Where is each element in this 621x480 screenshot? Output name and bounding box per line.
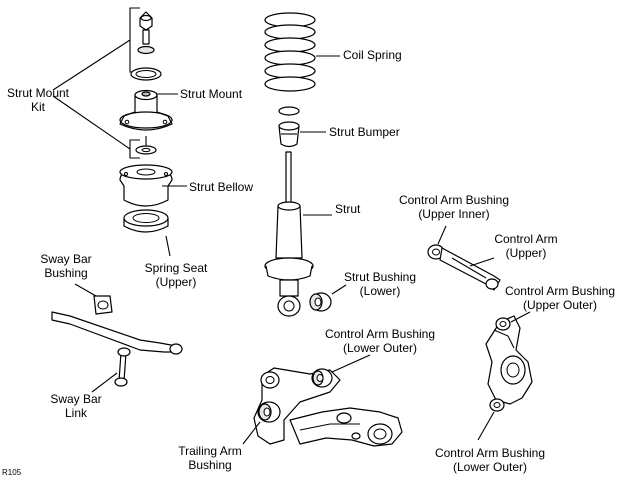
strut-bellow bbox=[119, 164, 173, 207]
strut-bushing-lower bbox=[309, 284, 347, 312]
strut-mount-nut bbox=[130, 11, 162, 81]
label-strut-bellow: Strut Bellow bbox=[189, 180, 254, 194]
label-coil-spring: Coil Spring bbox=[343, 48, 402, 62]
label-control-arm-bushing-lower-outer-right: Control Arm Bushing (Lower Outer) bbox=[434, 446, 546, 474]
label-spring-seat-upper: Spring Seat (Upper) bbox=[144, 261, 208, 289]
label-control-arm-bushing-upper-inner: Control Arm Bushing (Upper Inner) bbox=[398, 193, 510, 221]
label-strut-bumper: Strut Bumper bbox=[329, 125, 400, 139]
sway-bar-link bbox=[91, 347, 131, 393]
control-arm-bushing-lower-outer-right bbox=[477, 398, 505, 441]
label-trailing-arm-bushing: Trailing Arm Bushing bbox=[178, 444, 242, 472]
steering-knuckle bbox=[485, 315, 533, 405]
label-control-arm-bushing-upper-outer: Control Arm Bushing (Upper Outer) bbox=[504, 284, 616, 312]
control-arm-upper bbox=[439, 247, 501, 291]
label-strut-mount-kit: Strut Mount Kit bbox=[6, 86, 70, 114]
control-arm-bushing-upper-outer bbox=[495, 311, 531, 331]
label-control-arm-bushing-lower-outer-center: Control Arm Bushing (Lower Outer) bbox=[324, 327, 436, 355]
trailing-arm-bushing bbox=[242, 401, 281, 445]
control-arm-bushing-upper-inner bbox=[427, 225, 447, 260]
strut-mount bbox=[119, 89, 173, 146]
control-arm-bushing-lower-outer-center bbox=[311, 354, 371, 388]
label-control-arm-upper: Control Arm (Upper) bbox=[494, 232, 558, 260]
leader-lines bbox=[156, 93, 187, 257]
figure-code: R105 bbox=[2, 468, 22, 477]
sway-bar bbox=[51, 311, 183, 355]
label-strut: Strut bbox=[335, 202, 361, 216]
label-sway-bar-link: Sway Bar Link bbox=[50, 392, 102, 420]
label-strut-mount: Strut Mount bbox=[180, 87, 243, 101]
strut-mount-kit-brackets bbox=[52, 7, 140, 159]
strut bbox=[264, 151, 332, 317]
label-strut-bushing-lower: Strut Bushing (Lower) bbox=[343, 270, 417, 298]
coil-spring bbox=[264, 12, 340, 92]
strut-bumper bbox=[278, 106, 326, 148]
strut-mount-washer bbox=[135, 145, 157, 155]
label-sway-bar-bushing: Sway Bar Bushing bbox=[40, 252, 92, 280]
sway-bar-bushing bbox=[74, 283, 113, 315]
spring-seat-upper bbox=[123, 209, 169, 233]
